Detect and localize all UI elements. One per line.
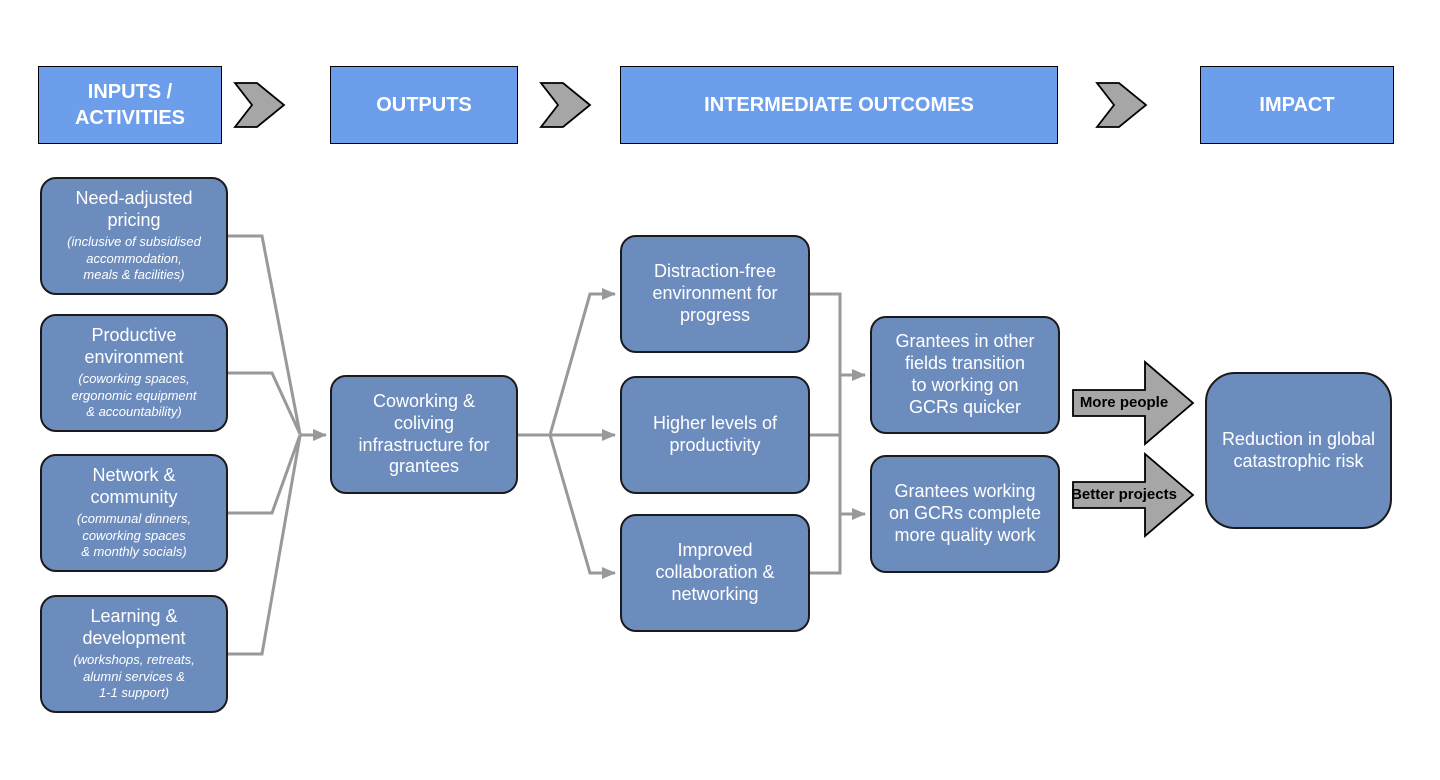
input-need-adjusted-pricing: Need-adjusted pricing (inclusive of subs… [40,177,228,295]
header-impact: IMPACT [1200,66,1394,144]
connector-input1-to-output [228,234,302,435]
intermediate-improved-collaboration: Improved collaboration & networking [620,514,810,632]
input-learning-development: Learning & development (workshops, retre… [40,595,228,713]
header-inputs-activities: INPUTS / ACTIVITIES [38,66,222,144]
node-subtitle: (workshops, retreats, alumni services & … [73,652,195,701]
node-title: Reduction in global catastrophic risk [1221,428,1376,471]
impact-reduction-gcr: Reduction in global catastrophic risk [1205,372,1392,529]
header-intermediate-outcomes: INTERMEDIATE OUTCOMES [620,66,1058,144]
header-chevrons [233,82,1148,128]
chevron-right-icon [1095,82,1148,128]
node-title: Productive environment [84,325,184,368]
input-productive-environment: Productive environment (coworking spaces… [40,314,228,432]
intermediate-distraction-free: Distraction-free environment for progres… [620,235,810,353]
connectors-inputs-to-output [228,234,327,656]
more-people-arrow [1072,360,1195,446]
better-projects-arrow-label: Better projects [1071,486,1177,503]
better-projects-arrow [1072,452,1195,538]
header-outputs: OUTPUTS [330,66,518,144]
node-title: Coworking & coliving infrastructure for … [358,390,490,477]
connectors-intermediate-to-outcomes [810,292,866,575]
more-people-arrow-label: More people [1079,394,1169,411]
node-title: Improved collaboration & networking [655,540,775,604]
connector-to-collaboration [548,434,616,579]
node-title: Distraction-free environment for progres… [652,261,778,325]
node-title: Learning & development [82,606,186,649]
node-subtitle: (communal dinners, coworking spaces & mo… [76,511,192,560]
connector-input4-to-output [228,435,302,656]
chevron-right-icon [539,82,592,128]
outcome-grantees-quality-work: Grantees working on GCRs complete more q… [870,455,1060,573]
impact-arrows [1072,360,1195,538]
input-network-community: Network & community (communal dinners, c… [40,454,228,572]
intermediate-higher-productivity: Higher levels of productivity [620,376,810,494]
output-coworking-coliving: Coworking & coliving infrastructure for … [330,375,518,494]
connector-input2-to-output [228,371,302,435]
node-title: Grantees in other fields transition to w… [895,331,1035,417]
outcome-grantees-transition: Grantees in other fields transition to w… [870,316,1060,434]
chevron-right-icon [233,82,286,128]
node-subtitle: (coworking spaces, ergonomic equipment &… [71,371,197,420]
node-title: Grantees working on GCRs complete more q… [888,481,1042,545]
connector-input3-to-output [228,434,302,515]
connectors-output-to-intermediate [518,288,616,579]
node-title: Need-adjusted pricing [75,188,193,231]
node-subtitle: (inclusive of subsidised accommodation, … [67,234,201,283]
node-title: Network & community [90,465,178,508]
connector-to-distraction-free [548,288,616,436]
node-title: Higher levels of productivity [652,413,778,455]
